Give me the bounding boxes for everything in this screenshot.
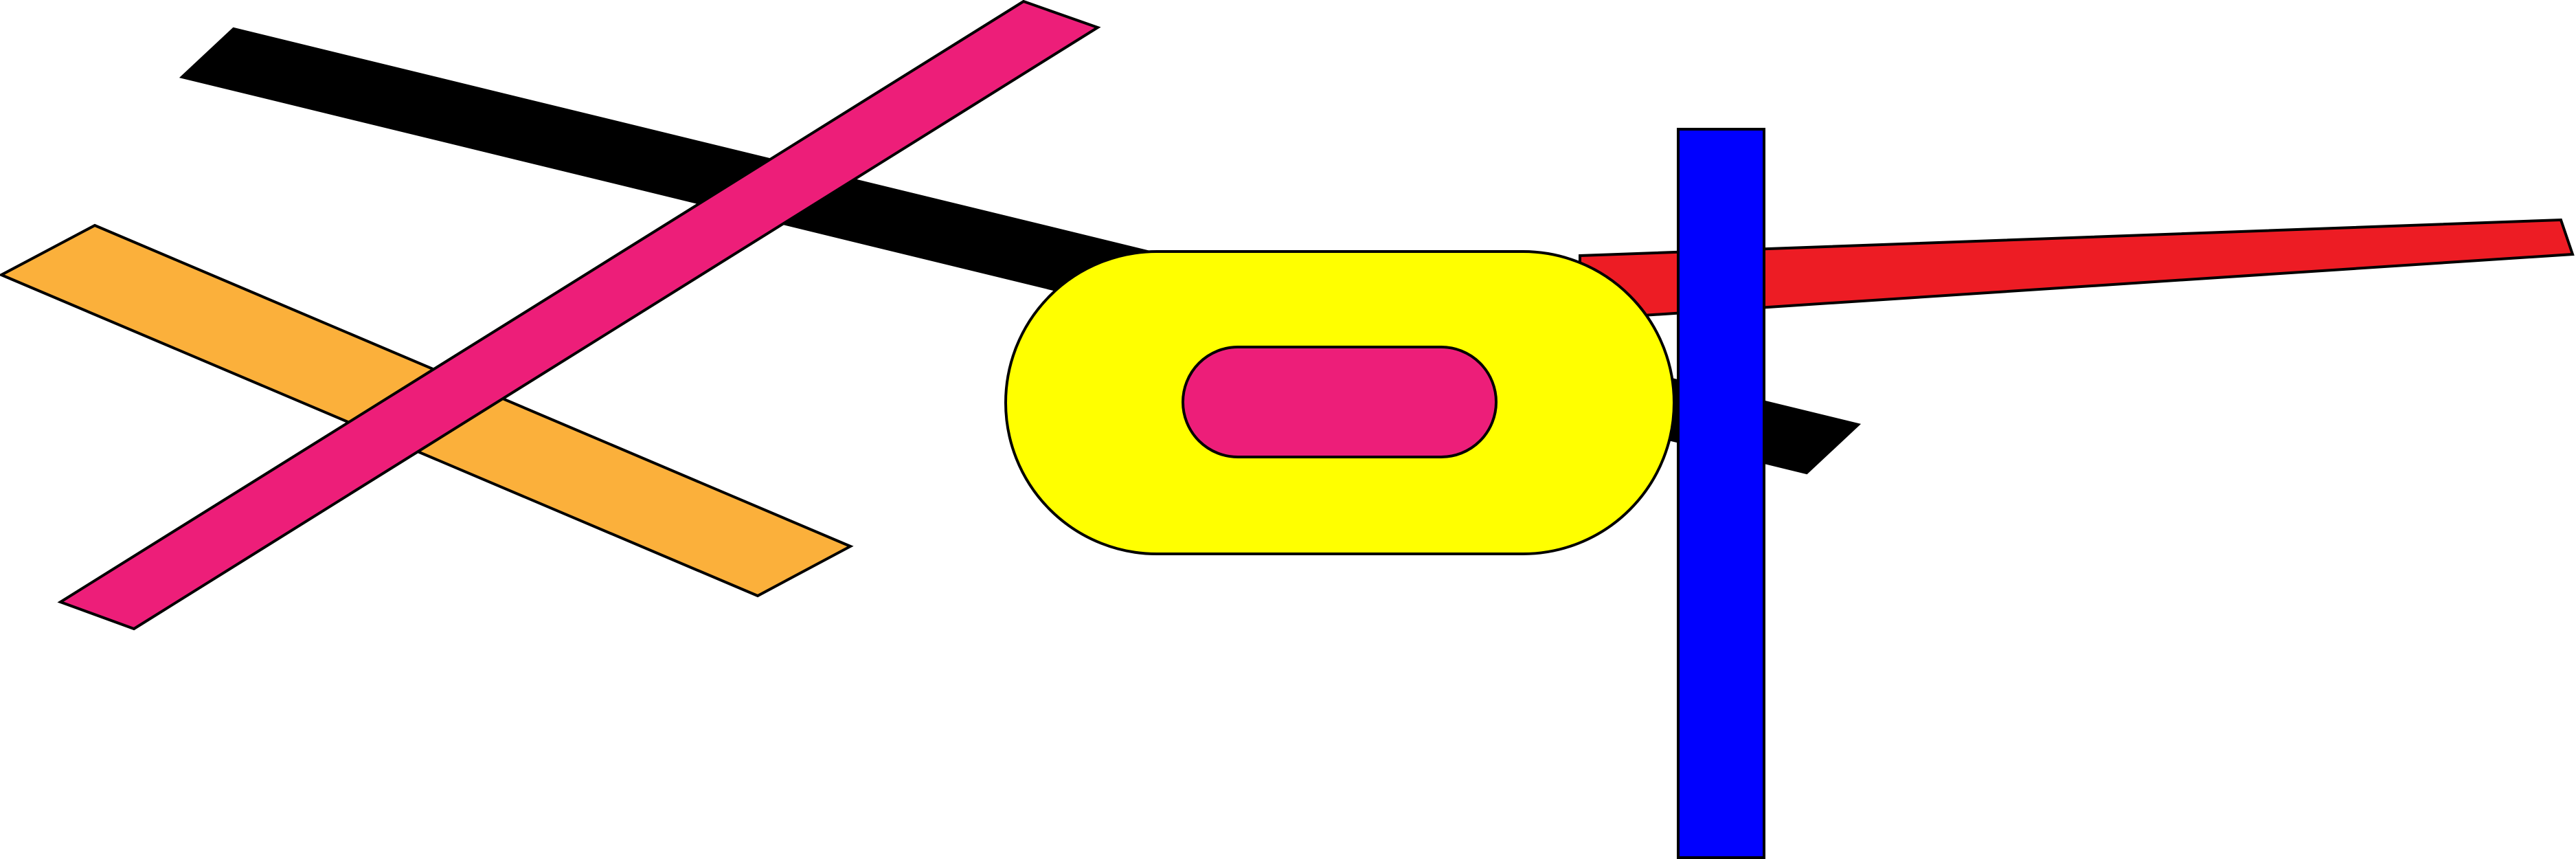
blue-bar bbox=[1677, 128, 1765, 859]
pink-pill bbox=[1182, 346, 1498, 458]
pink-bar bbox=[57, 0, 1101, 631]
